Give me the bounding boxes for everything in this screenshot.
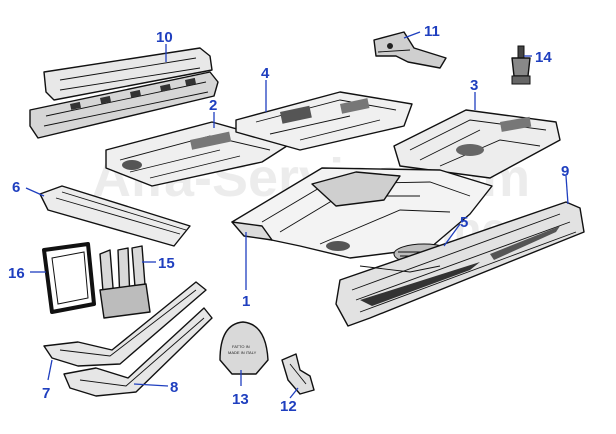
part-small-bracket [281, 353, 315, 395]
callout-label-15: 15 [158, 255, 175, 272]
part-cross-member [39, 185, 191, 247]
part-rear-floor [105, 121, 291, 187]
part-left-frame-rail [43, 281, 207, 367]
callout-labels: 1 2 3 4 5 6 7 8 9 10 11 12 13 14 15 16 [8, 23, 569, 415]
callout-label-5: 5 [460, 214, 468, 231]
part-front-panel [29, 47, 219, 139]
cap-text-line1: FATTO IN [232, 344, 250, 349]
callout-label-13: 13 [232, 391, 249, 408]
callout-label-6: 6 [12, 179, 20, 196]
part-bracket-set [99, 245, 151, 319]
callout-label-7: 7 [42, 385, 50, 402]
callout-label-8: 8 [170, 379, 178, 396]
part-cap-plate: FATTO IN MADE IN ITALY [219, 321, 269, 375]
callout-label-12: 12 [280, 398, 297, 415]
part-sill-panel [335, 201, 585, 327]
callout-label-9: 9 [561, 163, 569, 180]
callout-label-3: 3 [470, 77, 478, 94]
callout-label-1: 1 [242, 293, 250, 310]
part-center-floor [235, 91, 413, 151]
callout-label-4: 4 [261, 65, 270, 82]
cap-text-line2: MADE IN ITALY [228, 350, 257, 355]
callout-label-16: 16 [8, 265, 25, 282]
callout-label-2: 2 [209, 97, 217, 114]
part-trunk-floor [393, 109, 561, 179]
callout-label-11: 11 [424, 23, 440, 40]
callout-label-10: 10 [156, 29, 173, 46]
callout-label-14: 14 [535, 49, 552, 66]
part-floor-pan-assembly [231, 167, 493, 259]
part-right-frame-rail [63, 307, 213, 397]
part-bump-stop [511, 45, 531, 85]
leader-lines [25, 31, 569, 399]
part-gasket-frame [42, 242, 96, 314]
